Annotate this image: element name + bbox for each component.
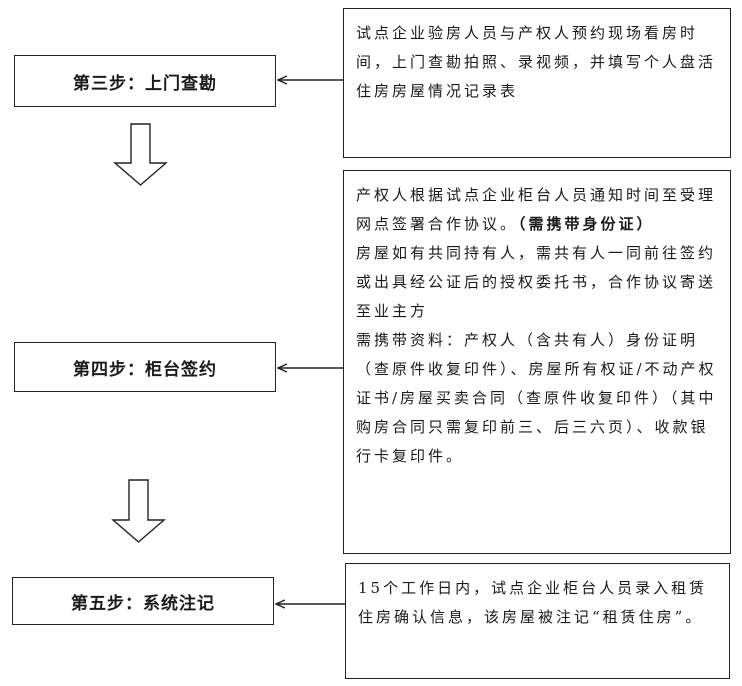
step-4-description-box: 产权人根据试点企业柜台人员通知时间至受理网点签署合作协议。（需携带身份证） 房屋… (343, 170, 731, 554)
step-4-label: 第四步：柜台签约 (73, 359, 217, 380)
down-arrow-2 (111, 479, 166, 543)
step-4-description-line3: 需携带资料：产权人（含共有人）身份证明（查原件收复印件）、房屋所有权证/不动产权… (356, 331, 717, 465)
step-4-agreement-text: 产权人根据试点企业柜台人员通知时间至受理网点签署合作协议。 (356, 186, 717, 233)
step-5-box: 第五步：系统注记 (12, 577, 274, 625)
step-4-description-line1: 产权人根据试点企业柜台人员通知时间至受理网点签署合作协议。（需携带身份证） (356, 181, 718, 239)
step-4-box: 第四步：柜台签约 (14, 342, 276, 392)
step-5-description-box: 15个工作日内，试点企业柜台人员录入租赁住房确认信息，该房屋被注记“租赁住房”。 (345, 563, 730, 679)
step-3-box: 第三步：上门查勘 (14, 55, 276, 107)
step-3-description: 试点企业验房人员与产权人预约现场看房时间，上门查勘拍照、录视频，并填写个人盘活住… (356, 24, 717, 100)
step-5-label: 第五步：系统注记 (71, 593, 215, 614)
step-3-label: 第三步：上门查勘 (73, 73, 217, 94)
step-3-description-box: 试点企业验房人员与产权人预约现场看房时间，上门查勘拍照、录视频，并填写个人盘活住… (343, 8, 731, 158)
step-4-description-line2: 房屋如有共同持有人，需共有人一同前往签约或出具经公证后的授权委托书，合作协议寄送… (356, 244, 717, 320)
step-4-id-note: （需携带身份证） (518, 215, 655, 233)
step-5-description: 15个工作日内，试点企业柜台人员录入租赁住房确认信息，该房屋被注记“租赁住房”。 (358, 579, 708, 626)
down-arrow-1 (113, 123, 168, 186)
